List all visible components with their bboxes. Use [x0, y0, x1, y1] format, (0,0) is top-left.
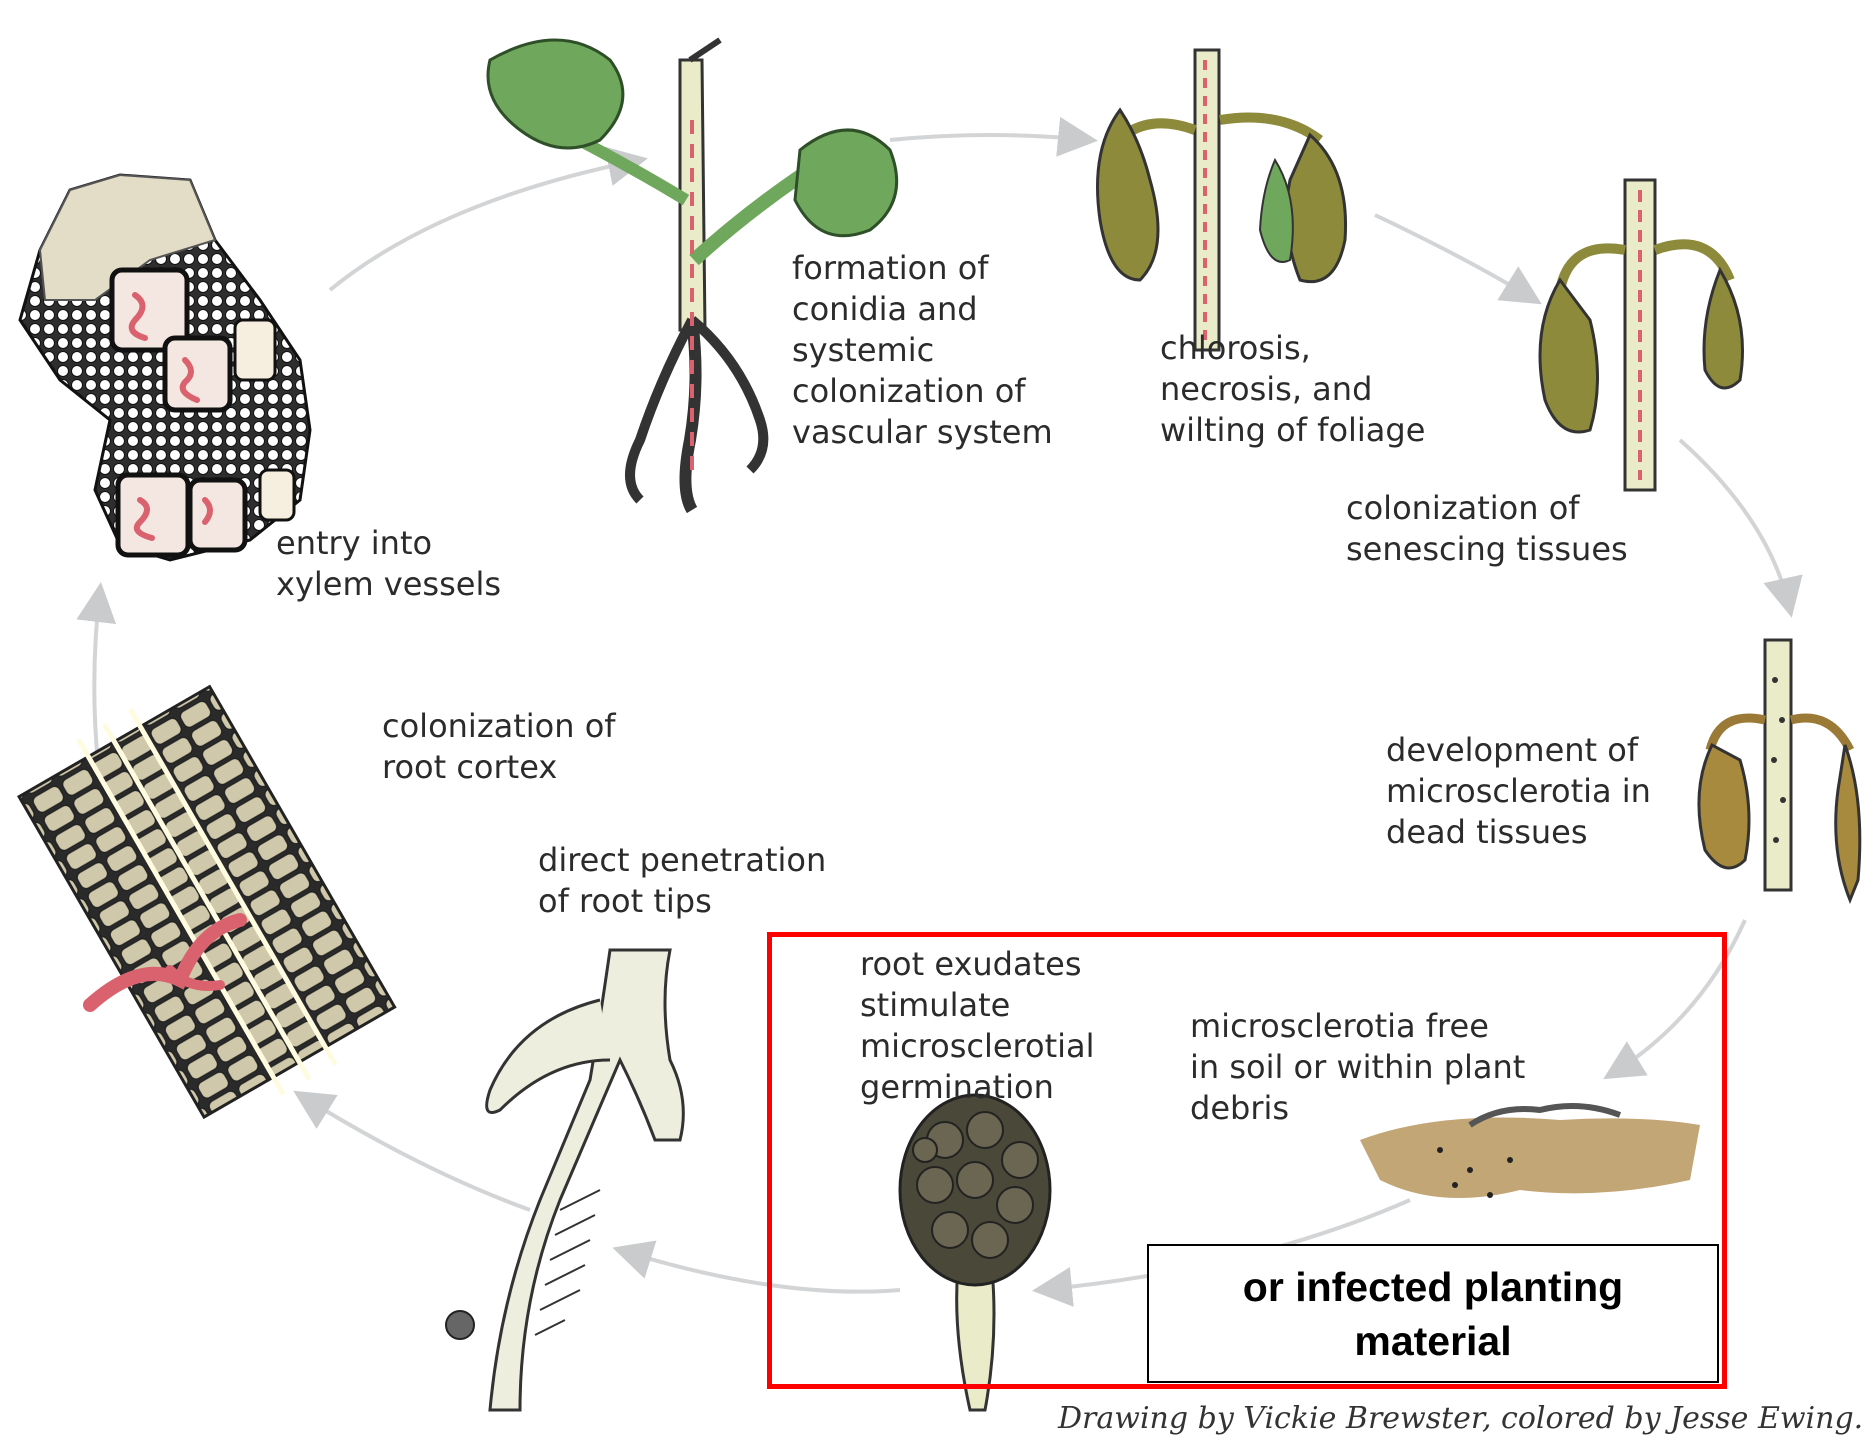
dead-tissue-illustration [1699, 640, 1860, 900]
label-direct-penetration: direct penetration of root tips [538, 840, 826, 922]
arrow-conidia-to-chlorosis [890, 135, 1090, 140]
label-colonization-root-cortex: colonization of root cortex [382, 706, 616, 788]
xylem-cross-section-illustration [20, 175, 310, 560]
root-tip-illustration [446, 950, 683, 1410]
root-cortex-illustration [9, 669, 405, 1134]
arrow-chlorosis-to-senescing [1375, 215, 1535, 300]
arrow-xylem-to-conidia [330, 160, 640, 290]
label-formation-of-conidia: formation of conidia and systemic coloni… [792, 248, 1053, 453]
label-development-microsclerotia: development of microsclerotia in dead ti… [1386, 730, 1651, 853]
label-colonization-senescing-tissues: colonization of senescing tissues [1346, 488, 1628, 570]
senescing-tissue-illustration [1540, 180, 1743, 490]
drawing-credit: Drawing by Vickie Brewster, colored by J… [1058, 1401, 1863, 1436]
arrow-senescing-to-development [1680, 440, 1790, 610]
wilting-plant-illustration [1098, 50, 1346, 350]
label-entry-into-xylem: entry into xylem vessels [276, 523, 501, 605]
callout-infected-planting-material: or infected planting material [1147, 1244, 1719, 1383]
label-chlorosis-necrosis-wilting: chlorosis, necrosis, and wilting of foli… [1160, 328, 1425, 451]
